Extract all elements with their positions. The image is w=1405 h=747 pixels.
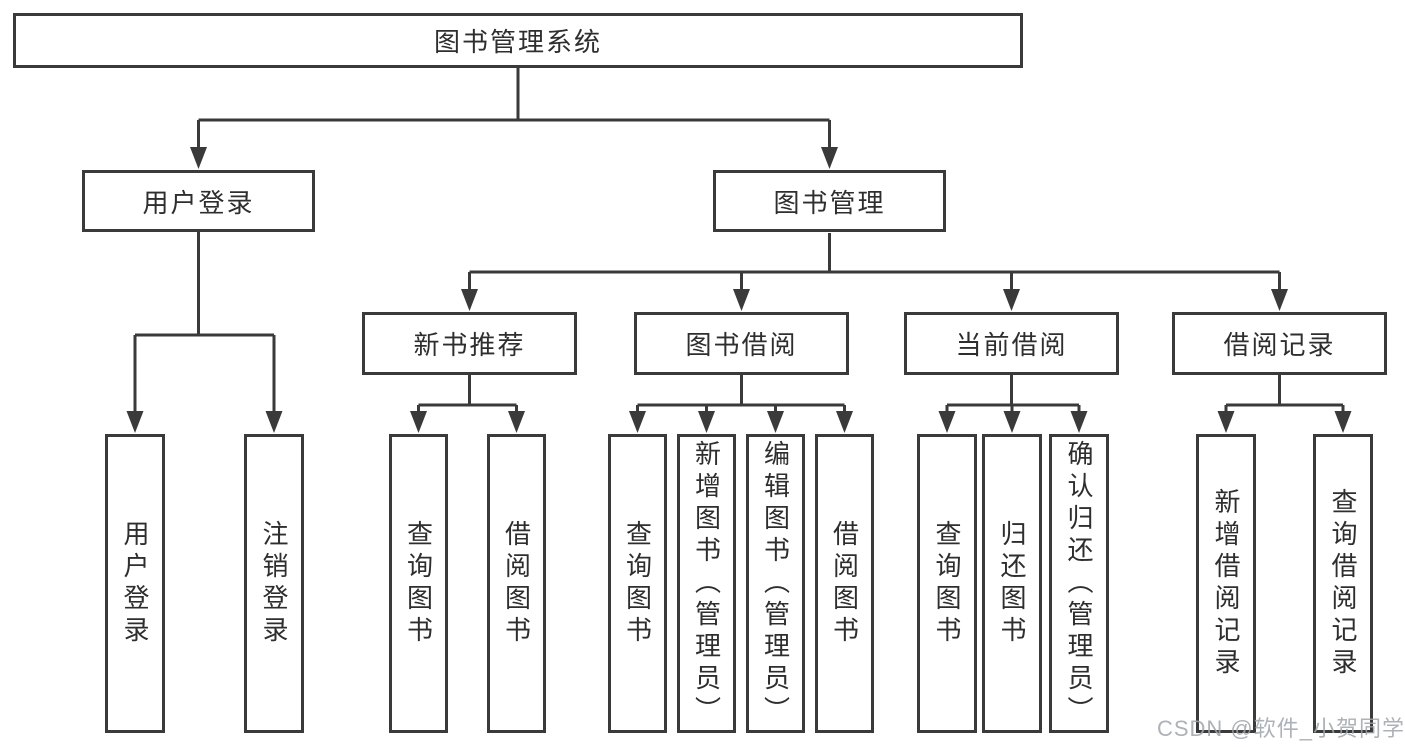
leaf-return-books: 归还图书 bbox=[982, 434, 1042, 733]
arrowhead-icon bbox=[938, 411, 956, 433]
connector-path bbox=[133, 68, 1345, 414]
arrowhead-icon bbox=[1070, 411, 1088, 433]
leaf-label: 编辑图书（管理员） bbox=[760, 439, 791, 728]
arrowhead-icon bbox=[629, 411, 646, 433]
leaf-label: 借阅图书 bbox=[829, 519, 860, 648]
node-user-login: 用户登录 bbox=[82, 170, 315, 232]
arrowhead-icon bbox=[1003, 289, 1020, 311]
leaf-edit-book-admin: 编辑图书（管理员） bbox=[746, 434, 805, 733]
leaf-label: 查询图书 bbox=[932, 519, 962, 648]
arrowhead-icon bbox=[508, 411, 525, 433]
node-book-management: 图书管理 bbox=[713, 170, 946, 232]
leaf-label: 借阅图书 bbox=[501, 519, 532, 648]
leaf-label: 新增借阅记录 bbox=[1211, 487, 1241, 680]
arrowhead-icon bbox=[1334, 411, 1352, 433]
arrowhead-icon bbox=[1271, 289, 1288, 311]
leaf-label: 用户登录 bbox=[120, 519, 150, 648]
leaf-add-book-admin: 新增图书（管理员） bbox=[677, 434, 736, 733]
leaf-borrow-books-recommend: 借阅图书 bbox=[487, 434, 546, 733]
node-library-system: 图书管理系统 bbox=[13, 13, 1023, 68]
arrowhead-icon bbox=[698, 411, 715, 433]
arrowhead-icon bbox=[265, 411, 283, 433]
arrowhead-icon bbox=[1217, 411, 1235, 433]
arrowhead-icon bbox=[190, 147, 207, 169]
leaf-label: 新增图书（管理员） bbox=[691, 439, 722, 728]
arrowhead-icon bbox=[410, 411, 427, 433]
leaf-label: 查询图书 bbox=[622, 519, 653, 648]
leaf-label: 注销登录 bbox=[259, 519, 289, 648]
arrowhead-icon bbox=[733, 289, 750, 311]
leaf-label: 归还图书 bbox=[997, 519, 1027, 648]
leaf-query-borrow-record: 查询借阅记录 bbox=[1313, 434, 1373, 733]
leaf-confirm-return-admin: 确认归还（管理员） bbox=[1049, 434, 1109, 733]
arrowhead-icon bbox=[821, 147, 838, 169]
leaf-label: 查询图书 bbox=[403, 519, 434, 648]
node-current-borrowing: 当前借阅 bbox=[904, 312, 1119, 375]
leaf-query-books-current: 查询图书 bbox=[917, 434, 977, 733]
leaf-user-login: 用户登录 bbox=[105, 434, 165, 733]
leaf-borrow-books: 借阅图书 bbox=[815, 434, 874, 733]
leaf-logout: 注销登录 bbox=[244, 434, 304, 733]
leaf-query-books-borrow: 查询图书 bbox=[608, 434, 667, 733]
leaf-add-borrow-record: 新增借阅记录 bbox=[1196, 434, 1256, 733]
node-new-book-recommend: 新书推荐 bbox=[362, 312, 577, 375]
node-borrowing-records: 借阅记录 bbox=[1172, 312, 1387, 375]
arrowhead-icon bbox=[767, 411, 784, 433]
leaf-query-books-recommend: 查询图书 bbox=[389, 434, 448, 733]
arrowhead-icon bbox=[126, 411, 144, 433]
arrowhead-icon bbox=[836, 411, 853, 433]
arrowhead-icon bbox=[461, 289, 478, 311]
leaf-label: 查询借阅记录 bbox=[1328, 487, 1358, 680]
node-book-borrowing: 图书借阅 bbox=[634, 312, 849, 375]
leaf-label: 确认归还（管理员） bbox=[1064, 439, 1094, 728]
arrowhead-icon bbox=[1003, 411, 1021, 433]
